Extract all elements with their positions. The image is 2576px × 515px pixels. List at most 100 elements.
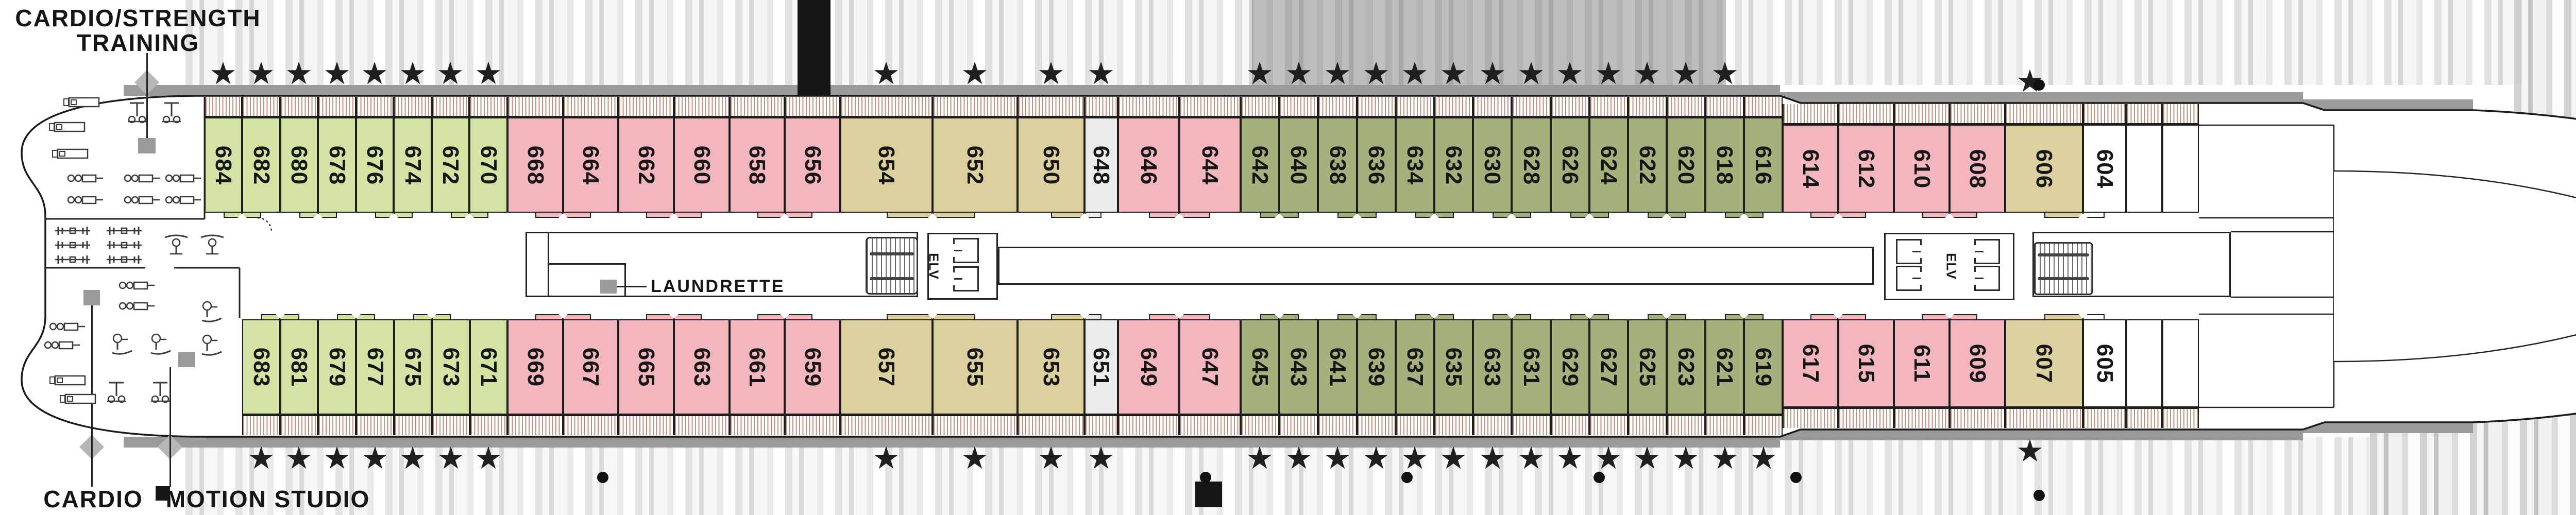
cabin-number: 619 [1751,347,1776,387]
cabin-number: 649 [1136,347,1162,387]
vestibule-notch [669,213,679,218]
star-icon: ★ [872,441,900,475]
vestibule-notch [1175,314,1184,319]
vestibule-notch [1662,213,1671,218]
elevator-door-gap [1920,245,1922,258]
cabin-631: 631 [1512,319,1551,415]
star-icon: ★ [1439,441,1467,475]
vestibule-655 [933,314,975,319]
balcony-664 [563,97,618,117]
balcony-643 [1279,415,1318,435]
balcony-671 [470,415,507,435]
capstan-icon [1790,472,1802,483]
cabin-644: 644 [1179,117,1241,213]
vestibule-notch [928,314,937,319]
star-icon: ★ [1479,441,1506,475]
cabin-number: 635 [1441,347,1467,387]
balcony-662 [618,97,674,117]
vestibule-notch [1275,314,1284,319]
cabin-number: 660 [689,145,715,185]
star-icon: ★ [247,56,275,91]
cabin-number: 630 [1480,145,1505,185]
cabin-number: 623 [1673,347,1699,387]
training-target-box [138,138,156,153]
motion-leader-line [170,367,171,487]
elevator-door-stub [1975,278,1984,279]
star-icon: ★ [1633,56,1661,91]
balcony-633 [1473,415,1512,435]
cabin-680: 680 [280,117,318,213]
star-icon: ★ [1362,441,1390,475]
star-icon: ★ [1672,56,1700,91]
deck-edge-band-bottom [124,437,1780,448]
balcony-680 [280,97,318,117]
cabin-number: 634 [1402,145,1428,185]
star-icon: ★ [1324,441,1351,475]
balcony-661 [730,415,785,435]
vestibule-notch [1080,213,1089,218]
vestibule-notch [351,314,361,319]
balcony-656 [785,97,840,117]
cabin-number: 659 [800,347,825,387]
cardio-strength-label: CARDIO/STRENGTH [15,5,261,31]
washer-icon [600,280,617,294]
cabin-622: 622 [1628,117,1667,213]
balcony-647 [1179,415,1241,435]
vestibule-notch [1430,213,1439,218]
balcony-684 [205,97,242,117]
vestibule-606 [2044,213,2083,218]
elevator-label: ELV [926,253,942,280]
cabin-number: 633 [1480,347,1505,387]
cabin-number: 667 [578,347,604,387]
cabin-632: 632 [1434,117,1473,213]
balcony-620 [1667,97,1705,117]
balcony-670 [469,97,507,117]
star-icon: ★ [1087,56,1115,91]
star-icon: ★ [399,441,427,475]
vestibule-notch [558,314,568,319]
cabin-677: 677 [356,319,394,415]
cabin-662: 662 [618,117,674,213]
vestibule-notch [1585,213,1594,218]
balcony-653 [1018,415,1084,435]
cabin-638: 638 [1318,117,1357,213]
star-icon: ★ [1037,441,1065,475]
cabin-number: 632 [1441,145,1467,185]
cabin-number: 609 [1964,344,1990,383]
cabin-642: 642 [1241,117,1279,213]
cabin-649: 649 [1118,319,1179,415]
island-mid-narrow [998,247,1874,285]
cabin-679: 679 [318,319,356,415]
star-icon: ★ [323,56,351,91]
balcony-665 [618,415,674,435]
capstan-icon [1200,472,1211,483]
balcony-682 [242,97,280,117]
cabin-number: 681 [286,347,312,387]
balcony-625 [1628,415,1667,435]
vestibule-notch [238,213,247,218]
cabin-number: 636 [1364,145,1389,185]
vestibule-notch [1945,314,1954,319]
cabin-number: 656 [800,145,825,185]
vestibule-notch [928,213,937,218]
elevator-door-gap [1920,272,1922,285]
cabin-number: 644 [1197,145,1223,185]
balcony-610 [1894,104,1950,125]
vestibule-notch [1739,213,1749,218]
balcony-626 [1551,97,1589,117]
elevator-label: ELV [1943,253,1959,280]
cabin-number: 671 [476,347,502,387]
capstan-icon [2033,79,2045,91]
star-icon: ★ [872,56,900,91]
cabin-669: 669 [507,319,563,415]
cabin-637: 637 [1396,319,1434,415]
cabin-671: 671 [470,319,507,415]
cabin-number: 668 [522,145,548,185]
mast-block-bottom [1195,482,1222,507]
elevator-door-stub [1912,278,1921,279]
star-icon: ★ [1750,441,1777,475]
cabin-number: 663 [689,347,715,387]
cabin-number: 655 [962,347,988,387]
star-icon: ★ [1285,441,1313,475]
balcony-641 [1318,415,1357,435]
